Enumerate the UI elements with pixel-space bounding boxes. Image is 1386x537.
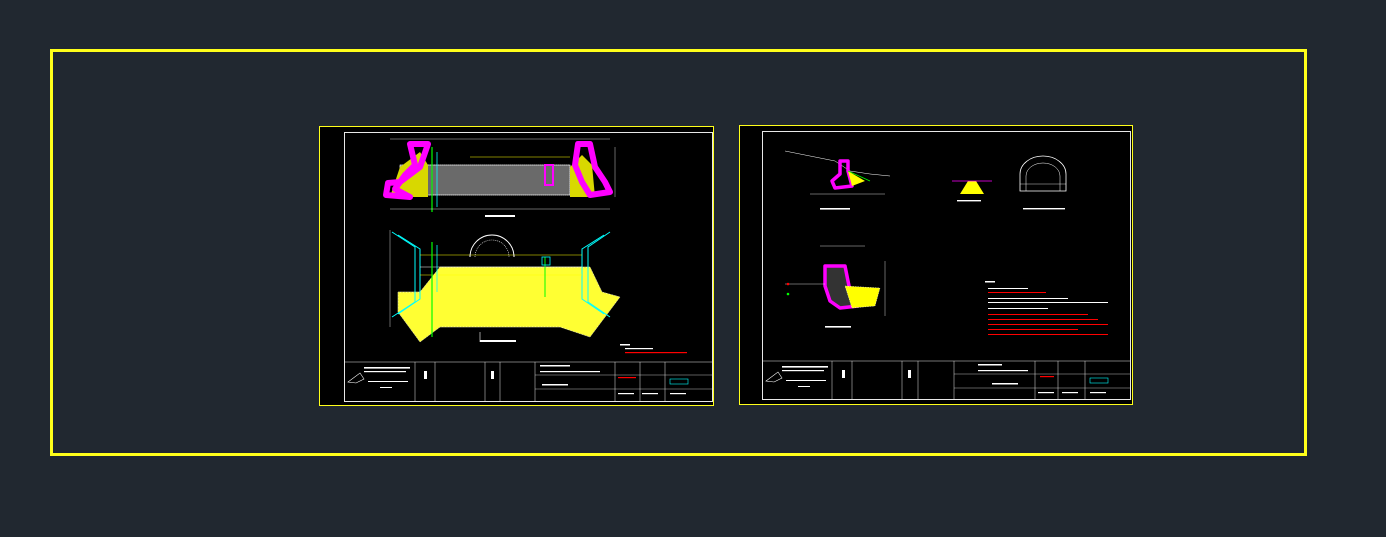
sheet-1-title-block (344, 361, 713, 402)
plan-gravel-fill (397, 266, 621, 343)
arch-small-section (1019, 155, 1067, 210)
left-wing-wall (391, 231, 416, 318)
label-profile (485, 215, 515, 217)
drawing-sheet-2[interactable] (739, 125, 1133, 405)
magenta-pier (544, 164, 554, 186)
design-institute-logo-icon (347, 372, 365, 384)
plan-view (389, 230, 621, 343)
design-institute-logo-icon (765, 371, 783, 383)
wall-section-2 (785, 245, 886, 328)
right-wing-wall-inner (581, 234, 605, 315)
arch-detail (469, 234, 515, 258)
right-wing-wall (587, 231, 611, 318)
left-wing-wall-inner (397, 234, 421, 315)
sheet-2-title-block (762, 360, 1131, 400)
label-plan (480, 340, 516, 342)
plan-marker (541, 256, 551, 266)
wall-section-1 (784, 150, 891, 210)
sheet-2-drawing (762, 150, 1131, 400)
sheet-1-drawing (344, 138, 713, 402)
left-magenta-wall (383, 141, 431, 200)
gravel-fill (399, 164, 571, 196)
profile-view (383, 138, 616, 217)
arch-detail-inner (474, 239, 510, 258)
right-magenta-wall (572, 141, 613, 198)
sheet-2-border (762, 131, 1131, 400)
sheet-2-notes (985, 281, 1108, 335)
sheet-1-border (344, 132, 713, 402)
drawing-sheet-1[interactable] (319, 126, 714, 406)
model-space-frame (50, 49, 1307, 456)
sheet-1-notes (620, 344, 687, 354)
detail-yellow (952, 180, 992, 202)
